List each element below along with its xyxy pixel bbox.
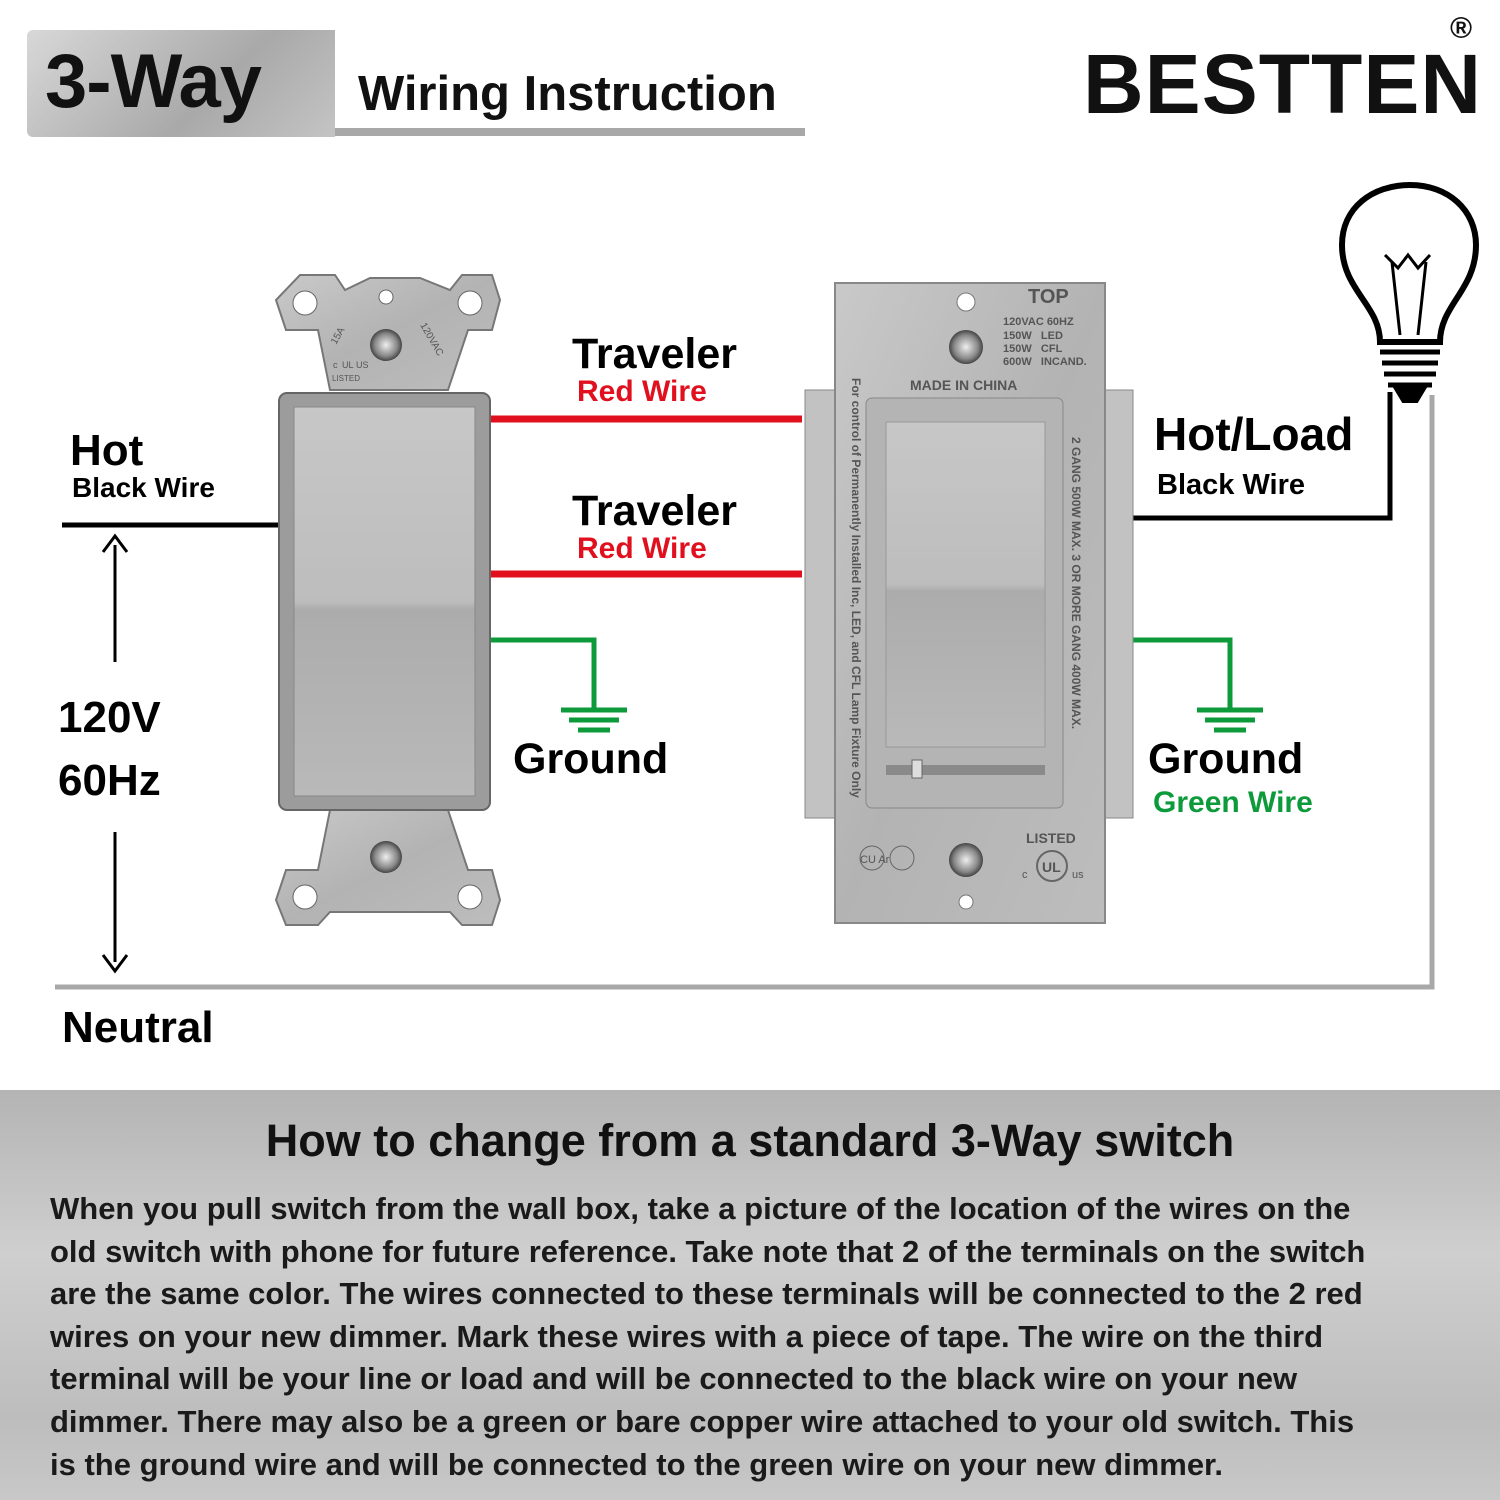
arrow-down-icon bbox=[101, 832, 129, 974]
neutral-label: Neutral bbox=[62, 1003, 214, 1052]
title-underline bbox=[335, 128, 805, 136]
ground-wire-label-right: Green Wire bbox=[1153, 786, 1313, 819]
arrow-up-icon bbox=[101, 533, 129, 662]
frequency-label: 60Hz bbox=[58, 756, 161, 805]
ground-symbol-right bbox=[1197, 707, 1263, 733]
svg-text:c: c bbox=[333, 360, 338, 370]
instruction-line: wires on your new dimmer. Mark these wir… bbox=[50, 1318, 1324, 1354]
svg-text:For control of Permanently Ins: For control of Permanently Installed Inc… bbox=[849, 378, 863, 798]
instruction-line: When you pull switch from the wall box, … bbox=[50, 1191, 1351, 1226]
hot-load-label: Hot/Load bbox=[1154, 408, 1353, 460]
traveler-wire-label-1: Red Wire bbox=[577, 375, 707, 408]
svg-text:us: us bbox=[1072, 869, 1084, 881]
svg-text:600W INCAND.: 600W INCAND. bbox=[1003, 356, 1087, 368]
ground-symbol-left bbox=[561, 707, 627, 733]
svg-text:150W LED: 150W LED bbox=[1003, 330, 1063, 342]
page-title: 3-Way bbox=[45, 39, 262, 124]
brand-logo: BESTTEN bbox=[1083, 37, 1483, 131]
hot-label: Hot bbox=[70, 426, 144, 475]
dimmer-switch: TOP 120VAC 60HZ 150W LED 150W CFL 600W I… bbox=[804, 282, 1134, 924]
neutral-wire bbox=[55, 395, 1435, 990]
svg-text:150W CFL: 150W CFL bbox=[1003, 343, 1063, 355]
traveler-label-2: Traveler bbox=[572, 487, 737, 535]
light-bulb-icon bbox=[1338, 181, 1480, 403]
ground-wire-left bbox=[490, 637, 597, 708]
svg-text:LISTED: LISTED bbox=[1026, 830, 1076, 846]
ground-label-left: Ground bbox=[513, 735, 668, 783]
svg-text:UL: UL bbox=[342, 360, 354, 370]
registered-mark: ® bbox=[1450, 12, 1473, 45]
traveler-wire-label-2: Red Wire bbox=[577, 532, 707, 565]
instructions-title: How to change from a standard 3-Way swit… bbox=[265, 1115, 1235, 1166]
svg-text:UL: UL bbox=[1042, 859, 1061, 875]
svg-text:120VAC 60HZ: 120VAC 60HZ bbox=[1003, 316, 1074, 328]
svg-text:US: US bbox=[356, 360, 369, 370]
screw-icon bbox=[370, 841, 402, 873]
instruction-line: terminal will be your line or load and w… bbox=[50, 1361, 1298, 1397]
screw-icon bbox=[949, 330, 983, 364]
hot-load-black-wire bbox=[1128, 392, 1393, 521]
hot-wire-label: Black Wire bbox=[72, 472, 215, 503]
screw-icon bbox=[949, 843, 983, 877]
svg-text:MADE IN CHINA: MADE IN CHINA bbox=[910, 377, 1017, 393]
standard-3way-switch: 15A 120VAC c UL US LISTED bbox=[274, 274, 502, 926]
instruction-line: are the same color. The wires connected … bbox=[50, 1276, 1363, 1312]
instruction-line: is the ground wire and will be connected… bbox=[50, 1446, 1224, 1482]
svg-text:TOP: TOP bbox=[1028, 286, 1069, 308]
instructions-text: When you pull switch from the wall box, … bbox=[50, 1188, 1460, 1486]
screw-icon bbox=[370, 329, 402, 361]
title-box bbox=[27, 30, 335, 137]
svg-text:c: c bbox=[1022, 869, 1028, 881]
page-subtitle: Wiring Instruction bbox=[358, 67, 777, 121]
instruction-line: old switch with phone for future referen… bbox=[50, 1233, 1366, 1269]
svg-text:CU Ar: CU Ar bbox=[860, 854, 890, 866]
instructions-panel bbox=[0, 1090, 1500, 1500]
instruction-line: dimmer. There may also be a green or bar… bbox=[50, 1403, 1355, 1439]
ground-label-right: Ground bbox=[1148, 735, 1303, 783]
svg-text:2 GANG 500W MAX. 3 OR MORE GAN: 2 GANG 500W MAX. 3 OR MORE GANG 400W MAX… bbox=[1069, 437, 1083, 729]
hot-load-wire-label: Black Wire bbox=[1157, 469, 1305, 501]
svg-text:LISTED: LISTED bbox=[332, 374, 360, 383]
traveler-label-1: Traveler bbox=[572, 330, 737, 378]
voltage-label: 120V bbox=[58, 693, 161, 742]
wiring-diagram: 15A 120VAC c UL US LISTED TOP 120VAC 60H… bbox=[55, 181, 1480, 1052]
ground-wire-right bbox=[1130, 637, 1233, 708]
